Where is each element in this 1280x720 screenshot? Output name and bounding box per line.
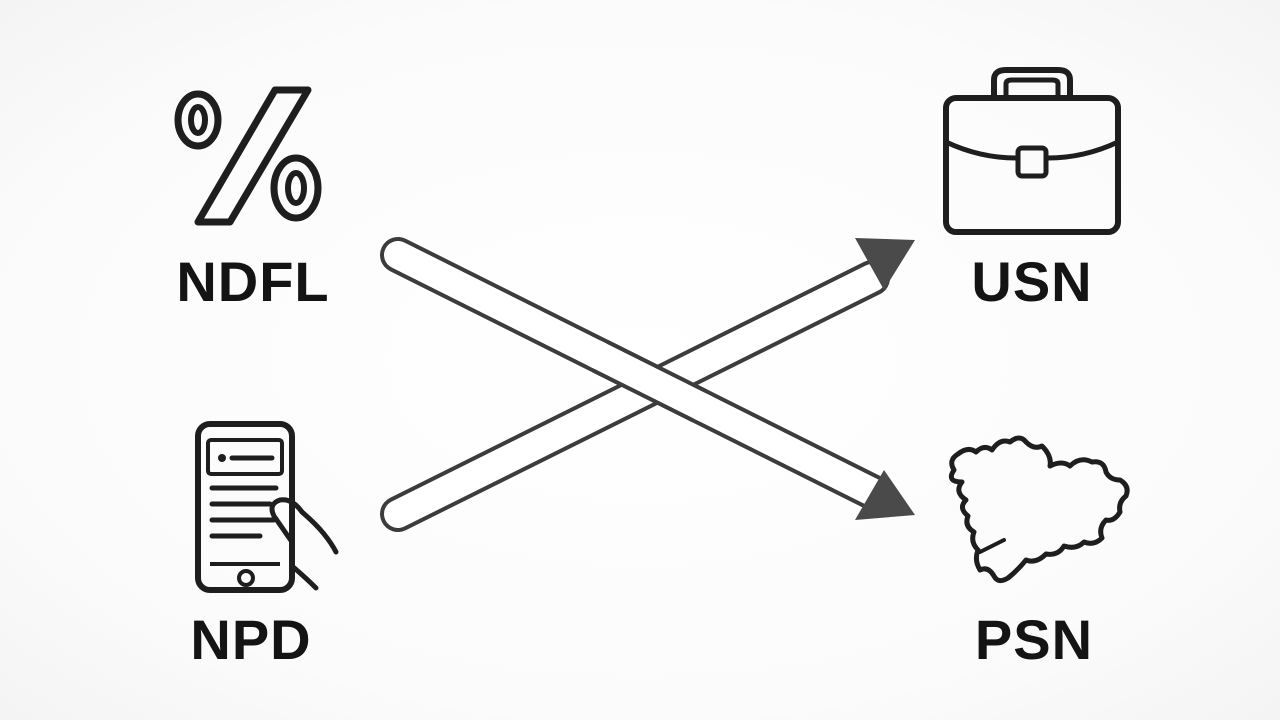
label-ndfl: NDFL bbox=[176, 250, 330, 313]
arrow-npd-to-usn bbox=[380, 238, 915, 532]
briefcase-icon bbox=[943, 67, 1121, 235]
label-usn: USN bbox=[971, 250, 1093, 313]
label-npd: NPD bbox=[190, 608, 312, 671]
label-psn: PSN bbox=[974, 608, 1094, 671]
percent-icon bbox=[174, 86, 322, 226]
arrow-crossing-weave bbox=[587, 339, 713, 423]
arrowhead-usn bbox=[855, 238, 915, 290]
region-map-icon bbox=[948, 435, 1130, 584]
arrowhead-psn bbox=[855, 470, 915, 520]
smartphone-icon bbox=[195, 421, 339, 593]
